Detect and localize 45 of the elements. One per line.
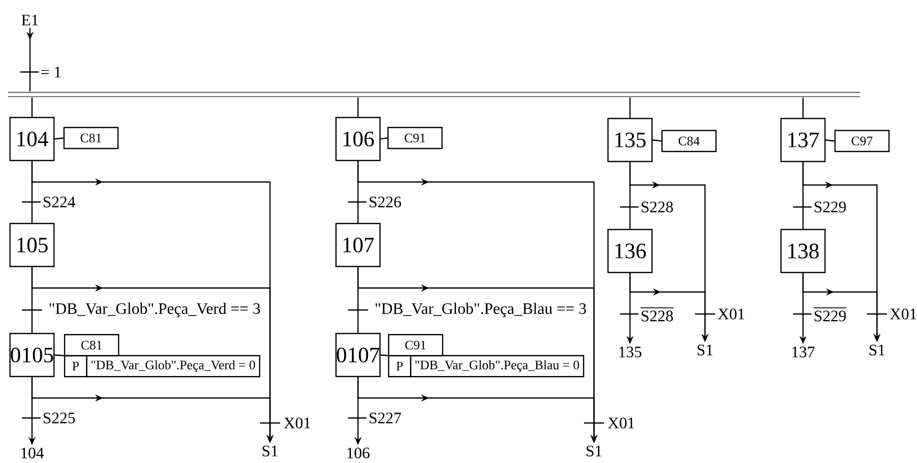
node-label: P — [396, 362, 403, 370]
node-label: P — [72, 362, 79, 370]
edge-label: = 1 — [38, 64, 64, 80]
action-box: C97 — [834, 130, 890, 152]
edge-label: S226 — [366, 194, 404, 210]
end-label: S1 — [262, 446, 278, 456]
step-box: 135 — [607, 118, 653, 162]
edge-label: "DB_Var_Glob".Peça_Blau == 3 — [372, 300, 589, 320]
step-box: 138 — [780, 228, 826, 274]
step-box: 107 — [335, 222, 381, 268]
action-box: C81 — [63, 126, 119, 150]
edge-label: X01 — [606, 416, 638, 430]
edge-label: S225 — [40, 410, 78, 426]
action-box: C91 P "DB_Var_Glob".Peça_Blau = 0 — [388, 334, 584, 378]
end-label: E1 — [22, 14, 38, 26]
node-label: C91 — [405, 340, 426, 350]
step-box: 136 — [607, 228, 653, 274]
end-label: S1 — [870, 344, 884, 356]
step-box: 105 — [9, 222, 55, 268]
edge-label: X01 — [888, 306, 917, 322]
end-label: S1 — [586, 446, 602, 456]
step-box: 104 — [9, 116, 55, 162]
edge-label: X01 — [716, 306, 748, 322]
end-label: 104 — [21, 448, 44, 458]
node-label: C81 — [81, 340, 102, 350]
edge-label: S228 — [638, 304, 676, 324]
step-box: 0107 — [335, 332, 381, 378]
edge-label: X01 — [282, 416, 314, 430]
step-box: 137 — [780, 118, 826, 162]
action-box: C81 P "DB_Var_Glob".Peça_Verd = 0 — [64, 334, 260, 378]
step-box: 106 — [335, 116, 381, 162]
edge-label: S224 — [40, 194, 78, 210]
edge-label: S228 — [638, 200, 676, 214]
end-label: 106 — [347, 448, 370, 458]
end-label: S1 — [698, 344, 712, 356]
edge-label: S227 — [366, 410, 404, 426]
action-box: C91 — [387, 126, 443, 150]
step-box: 0105 — [9, 332, 55, 378]
parallel-bar — [8, 92, 860, 97]
edge-label: S229 — [812, 200, 848, 214]
end-label: 137 — [792, 346, 815, 358]
edge-label: S229 — [812, 304, 848, 324]
action-box: C84 — [661, 130, 717, 152]
edge-label: "DB_Var_Glob".Peça_Verd == 3 — [46, 300, 263, 320]
end-label: 135 — [619, 346, 642, 358]
